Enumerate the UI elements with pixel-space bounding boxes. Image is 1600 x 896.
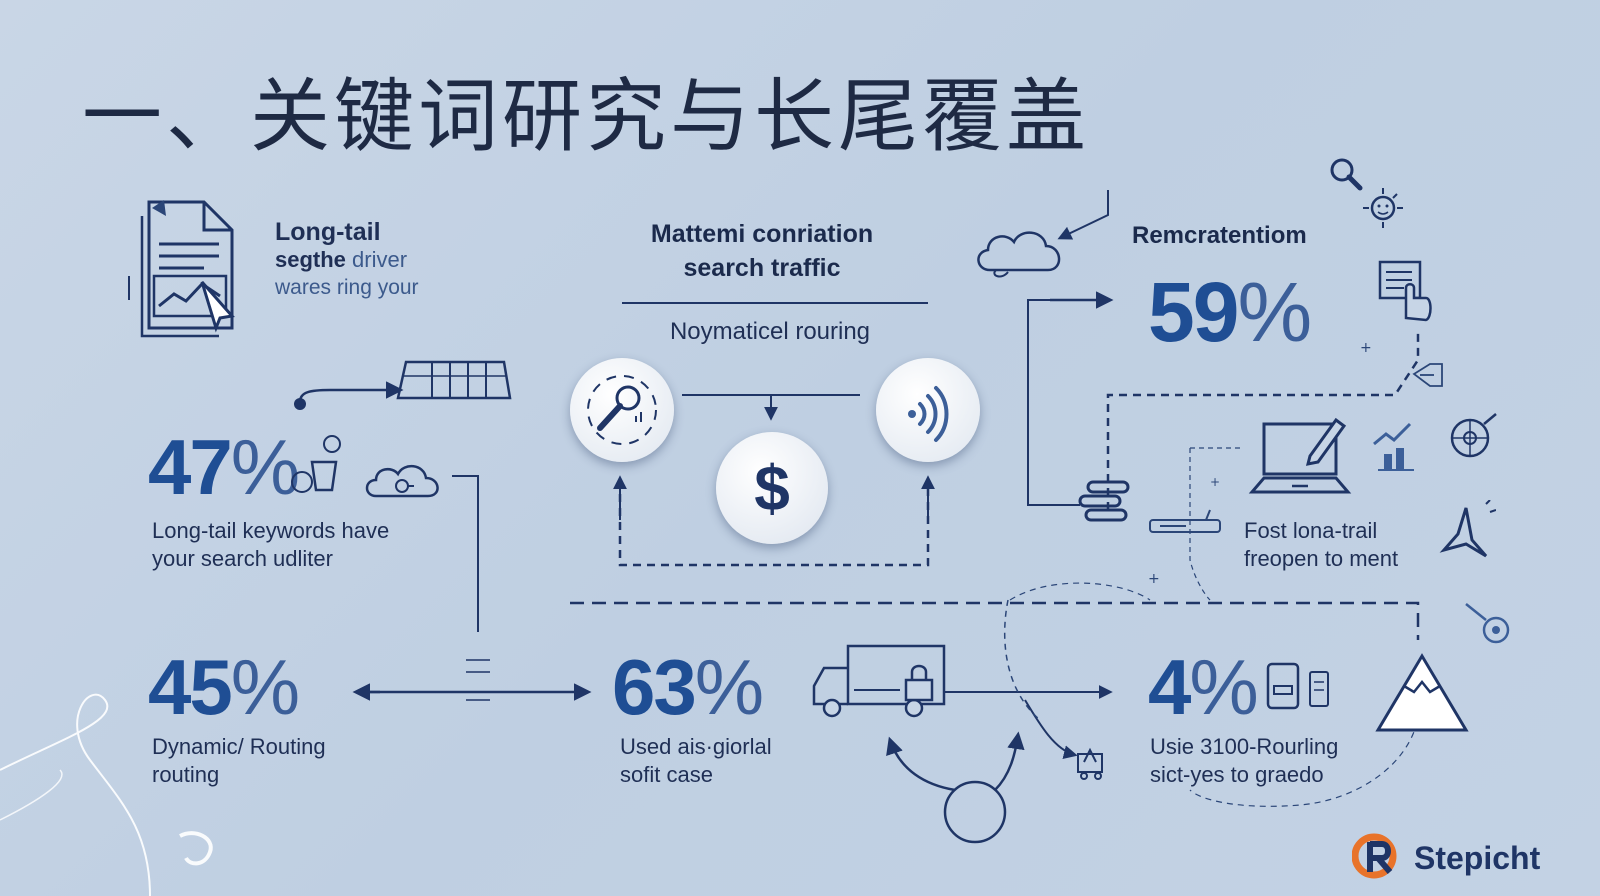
laptop-edit-icon — [1248, 417, 1352, 494]
stat-45-pct: % — [230, 643, 300, 731]
settings-cup-icon — [291, 435, 341, 493]
magnifier-sun-icon — [1330, 158, 1403, 228]
server-rack-icon — [396, 360, 512, 400]
stat-63-pct: % — [694, 643, 764, 731]
stat-4-text: Usie 3100-Rourling sict-yes to graedo — [1150, 733, 1338, 789]
right-label: Remcratentiom — [1132, 222, 1307, 249]
stat-47: 47% — [148, 422, 300, 513]
stat-63: 63% — [612, 642, 764, 733]
long-tail-intro: Long-tail segthe driver wares ring your — [275, 218, 419, 302]
arrow-tag-icon — [1412, 363, 1443, 387]
search-tool-circle — [570, 358, 674, 462]
stat-47-text: Long-tail keywords have your search udli… — [152, 517, 389, 573]
laptop-text-line-2: freopen to ment — [1244, 546, 1399, 571]
document-chart-icon — [128, 200, 235, 338]
stat-45-line-1: Dynamic/ Routing — [152, 734, 326, 759]
dollar-icon: $ — [754, 452, 790, 524]
brand-logo-text: Stepicht — [1414, 840, 1541, 876]
laptop-text-line-1: Fost lona-trail — [1244, 518, 1378, 543]
router-device-icon — [1149, 509, 1221, 533]
stat-45-line-2: routing — [152, 762, 220, 787]
growth-chart-icon — [1373, 422, 1414, 471]
stat-63-line-2: sofit case — [620, 762, 713, 787]
center-title-line-2: search traffic — [683, 254, 841, 282]
stat-59: 59% — [1148, 264, 1312, 361]
center-title-line-1: Mattemi conriation — [650, 220, 874, 248]
document-hand-icon — [1378, 260, 1432, 322]
svg-text:+: + — [1210, 475, 1220, 489]
cart-icon — [1077, 747, 1103, 780]
laptop-text: Fost lona-trail freopen to ment — [1244, 517, 1398, 573]
stat-63-value: 63 — [612, 643, 697, 731]
truck-lock-icon — [812, 644, 946, 718]
center-subtitle: Noymaticel rouring — [669, 318, 871, 345]
star-sparkle-icon — [1439, 500, 1496, 558]
stat-47-value: 47 — [148, 423, 233, 511]
intro-line-3: wares ring your — [275, 276, 419, 299]
mountain-icon — [1375, 653, 1469, 732]
stat-4: 4% — [1148, 642, 1259, 733]
device-battery-icon — [1266, 662, 1329, 710]
stat-4-line-1: Usie 3100-Rourling — [1150, 734, 1339, 759]
signal-waves-icon — [908, 386, 949, 442]
stat-63-line-1: Used ais·giorlal — [620, 734, 772, 759]
intro-line-2a: segthe — [275, 247, 353, 272]
svg-text:+: + — [1360, 340, 1372, 356]
stat-59-pct: % — [1237, 265, 1312, 359]
stacked-bars-icon — [1078, 480, 1130, 522]
intro-line-2b: driver — [352, 247, 408, 272]
stat-59-value: 59 — [1148, 265, 1239, 359]
compass-wheel-icon — [1450, 413, 1497, 458]
gear-network-icon — [1465, 603, 1510, 644]
stat-4-line-2: sict-yes to graedo — [1150, 762, 1324, 787]
stat-47-line-1: Long-tail keywords have — [152, 518, 390, 543]
brand-logo-icon — [1352, 833, 1397, 879]
stat-45: 45% — [148, 642, 300, 733]
svg-text:+: + — [1148, 571, 1160, 587]
stat-63-text: Used ais·giorlal sofit case — [620, 733, 772, 789]
cloud-icon — [977, 231, 1061, 278]
intro-line-1: Long-tail — [275, 218, 381, 246]
stat-47-line-2: your search udliter — [152, 546, 333, 571]
stat-4-pct: % — [1189, 643, 1258, 731]
signal-circle — [876, 358, 980, 462]
magnifier-tool-icon — [587, 375, 657, 445]
page-title: 一、关键词研究与长尾覆盖 — [82, 70, 1090, 163]
stat-4-value: 4 — [1148, 643, 1191, 731]
dollar-circle: $ — [716, 432, 828, 544]
stat-45-text: Dynamic/ Routing routing — [152, 733, 326, 789]
center-title: Mattemi conriation search traffic — [612, 217, 912, 285]
stat-45-value: 45 — [148, 643, 233, 731]
stat-47-pct: % — [230, 423, 300, 511]
cloud-sync-icon — [365, 465, 439, 498]
